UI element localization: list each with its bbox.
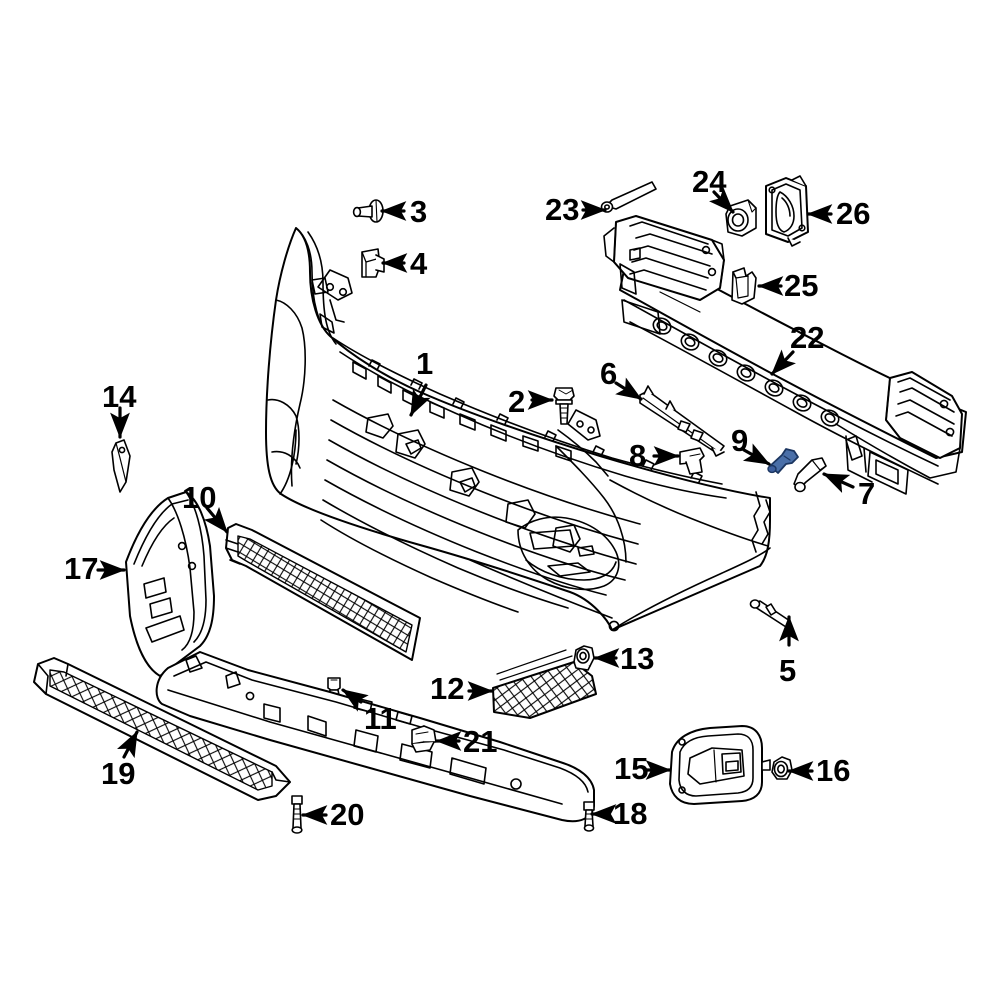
- callout-arrow-6: [614, 377, 643, 401]
- part-25-impact-bar-clip: [731, 267, 757, 305]
- callout-number-22[interactable]: 22: [790, 320, 825, 355]
- callout-number-11[interactable]: 11: [364, 701, 397, 736]
- callout-number-21[interactable]: 21: [463, 724, 498, 759]
- part-23-long-bolt: [600, 181, 657, 213]
- callout-arrow-10: [203, 506, 229, 534]
- part-20-valance-bolt: [291, 795, 303, 834]
- callout-number-24[interactable]: 24: [692, 164, 727, 199]
- part-3-push-pin-retainer: [352, 199, 384, 223]
- callout-arrow-7: [822, 472, 855, 494]
- part-2-hex-flange-bolt: [553, 387, 575, 425]
- callout-arrow-22: [770, 349, 796, 376]
- part-6-upper-reinforcement-bracket: [639, 385, 725, 457]
- part-5-long-screw-pin: [749, 599, 791, 628]
- part-10-upper-grille-mesh: [225, 523, 421, 661]
- callout-number-14[interactable]: 14: [102, 379, 137, 414]
- callout-number-3[interactable]: 3: [410, 194, 428, 229]
- callout-arrow-group: [96, 187, 855, 825]
- callout-arrow-9: [742, 443, 771, 466]
- part-13-flange-nut: [573, 645, 595, 671]
- callout-number-18[interactable]: 18: [613, 796, 648, 831]
- callout-number-12[interactable]: 12: [430, 671, 465, 706]
- part-9-bumper-retainer-pin-highlighted: [767, 448, 799, 474]
- part-24-sensor-grommet: [725, 199, 757, 237]
- part-21-valance-clip: [411, 725, 437, 753]
- callout-number-7[interactable]: 7: [858, 476, 876, 511]
- callout-number-17[interactable]: 17: [64, 551, 99, 586]
- callout-arrow-1: [409, 383, 431, 417]
- callout-number-13[interactable]: 13: [620, 641, 655, 676]
- part-1-front-bumper-cover: [265, 227, 771, 632]
- lower-valance-panel: [155, 651, 595, 823]
- callout-number-9[interactable]: 9: [731, 423, 749, 458]
- part-16-fog-lamp-nut: [771, 756, 793, 780]
- callout-number-25[interactable]: 25: [784, 268, 819, 303]
- part-8-mounting-clip: [679, 447, 705, 475]
- part-17-air-deflector-side-panel: [125, 491, 215, 677]
- part-26-tow-hook-cover-bracket: [765, 175, 809, 247]
- callout-number-23[interactable]: 23: [545, 192, 580, 227]
- part-4-bumper-cover-clip: [361, 248, 385, 278]
- callout-number-16[interactable]: 16: [816, 753, 851, 788]
- callout-number-8[interactable]: 8: [629, 438, 647, 473]
- callout-number-26[interactable]: 26: [836, 196, 871, 231]
- part-7-tapered-pin-fastener: [793, 457, 827, 493]
- callout-arrow-24: [709, 187, 735, 214]
- callout-number-1[interactable]: 1: [416, 346, 434, 381]
- callout-number-4[interactable]: 4: [410, 246, 428, 281]
- part-18-short-bolt: [583, 801, 595, 832]
- callout-number-10[interactable]: 10: [182, 480, 217, 515]
- callout-arrow-19: [116, 730, 139, 759]
- part-14-side-bracket: [111, 439, 131, 493]
- part-15-fog-lamp-bezel-housing: [669, 725, 771, 805]
- callout-number-2[interactable]: 2: [508, 384, 526, 419]
- callout-number-20[interactable]: 20: [330, 797, 365, 832]
- part-19-lower-grille-mesh-panel: [33, 657, 291, 801]
- callout-number-6[interactable]: 6: [600, 356, 618, 391]
- callout-number-19[interactable]: 19: [101, 756, 136, 791]
- callout-number-5[interactable]: 5: [779, 653, 797, 688]
- callout-arrow-11: [341, 688, 369, 712]
- callout-number-15[interactable]: 15: [614, 751, 649, 786]
